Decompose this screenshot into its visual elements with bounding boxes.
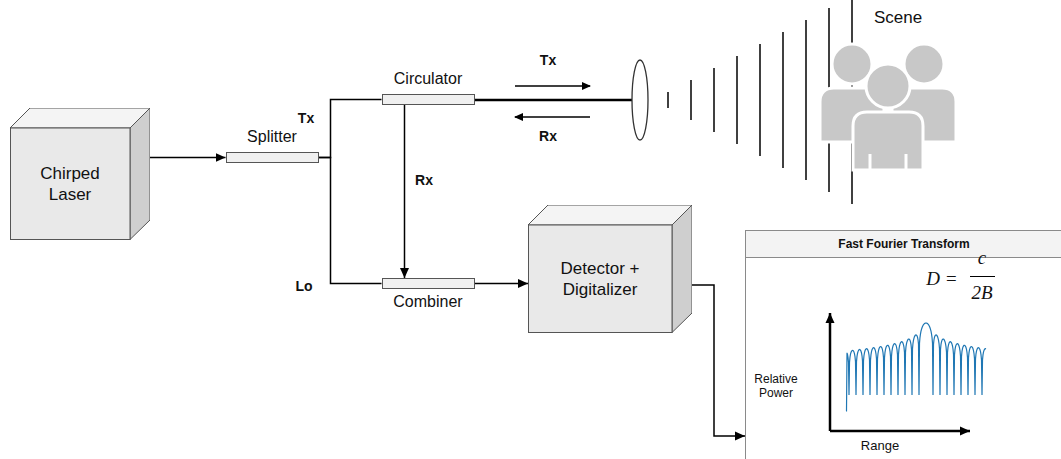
formula-denominator: 2B <box>971 282 992 304</box>
panel-title: Fast Fourier Transform <box>838 237 969 251</box>
wavefront <box>805 20 807 180</box>
combiner-coupler: Combiner <box>378 278 478 313</box>
box-label: Chirped Laser <box>18 163 122 206</box>
leg-gap <box>905 154 908 170</box>
box-side-face <box>130 108 150 240</box>
lens <box>632 60 648 140</box>
circulator-coupler: Circulator <box>378 70 478 105</box>
axis-label: Range <box>861 438 899 453</box>
laser-box: Chirped Laser <box>10 108 150 240</box>
beam-line <box>474 99 633 102</box>
fraction-bar <box>970 276 995 277</box>
box-front-face <box>529 225 673 333</box>
box-label: Detector + Digitalizer <box>536 258 664 301</box>
scene-label: Scene <box>874 8 922 28</box>
wavefront <box>782 32 784 168</box>
formula-numerator: c <box>978 247 986 269</box>
connector <box>404 105 406 278</box>
signal-label: Tx <box>296 110 316 126</box>
coupler-bar <box>382 278 475 289</box>
axis-label: Relative Power <box>741 372 811 401</box>
connector <box>319 158 382 284</box>
leg-gap <box>869 154 872 170</box>
scene-figure: Scene <box>812 4 964 172</box>
wavefront <box>667 92 669 108</box>
box-side-face <box>672 205 692 333</box>
detector-box: Detector + Digitalizer <box>528 205 692 333</box>
fft-spectrum <box>846 323 986 411</box>
y-axis <box>829 313 832 431</box>
tx-arrow <box>515 85 590 86</box>
person-front-body <box>853 112 923 170</box>
splitter-coupler: Splitter <box>222 128 322 163</box>
wavefront <box>713 68 715 132</box>
person-front-head <box>866 64 910 108</box>
connector <box>319 100 382 158</box>
x-axis <box>830 430 970 433</box>
coupler-bar <box>226 152 319 163</box>
formula-lhs: D = <box>926 268 957 290</box>
component-label: Circulator <box>394 70 462 88</box>
component-label: Combiner <box>393 293 462 311</box>
tx-label: Tx <box>540 52 556 68</box>
signal-label: Lo <box>293 278 314 294</box>
rx-label: Rx <box>539 128 557 144</box>
fft-panel: Fast Fourier Transform <box>745 230 1061 459</box>
rx-arrow <box>515 116 590 117</box>
wavefront <box>736 56 738 144</box>
connector <box>150 157 226 159</box>
fft-chart <box>746 231 1061 459</box>
box-top-face <box>528 205 692 225</box>
box-top-face <box>10 108 150 128</box>
people-icon <box>812 4 964 172</box>
box-front-face <box>11 128 131 240</box>
connector <box>475 283 529 285</box>
wavefront <box>759 44 761 156</box>
connector <box>692 285 745 436</box>
wavefront <box>690 80 692 120</box>
coupler-bar <box>382 94 475 105</box>
component-label: Splitter <box>247 128 297 146</box>
signal-label: Rx <box>413 172 435 188</box>
